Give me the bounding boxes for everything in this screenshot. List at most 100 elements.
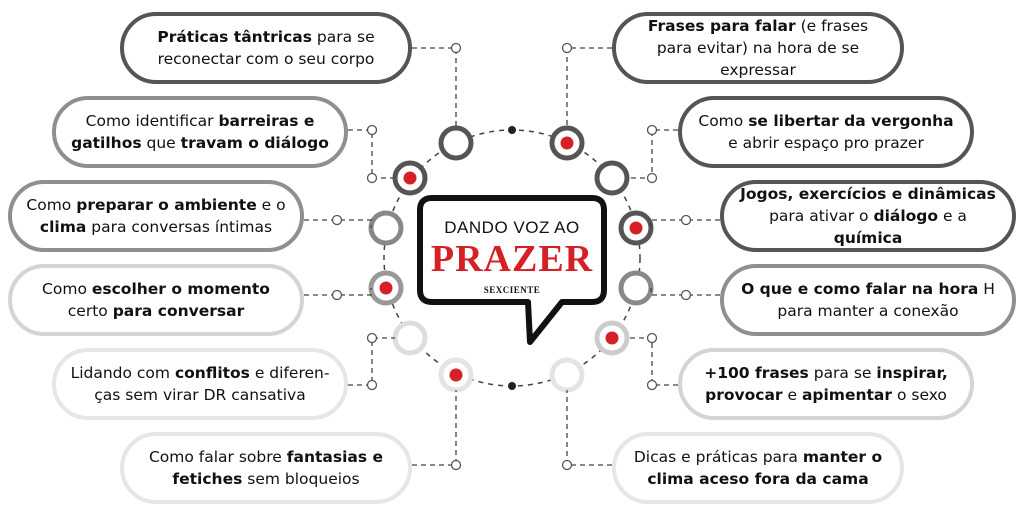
topic-what-to-say: O que e como falar na hora H para manter…	[720, 264, 1016, 336]
center-logo: DANDO VOZ AO PRAZER SEXCIENTE	[412, 190, 612, 350]
connector-line	[412, 47, 457, 128]
center-brand: SEXCIENTE	[483, 285, 541, 295]
ring-node-empty	[438, 125, 474, 161]
topic-text-plain: Como	[698, 112, 749, 130]
red-dot-icon	[605, 331, 619, 345]
topic-text-plain: e	[782, 386, 802, 404]
topic-barriers-triggers: Como identificar barreiras e gatilhos qu…	[52, 96, 348, 168]
topic-text-plain: e a	[938, 207, 967, 225]
topic-text-bold: para conversar	[112, 302, 245, 320]
topic-text-bold: travam o diálogo	[180, 134, 329, 152]
topic-text-plain: para ativar o	[769, 207, 874, 225]
red-dot-icon	[379, 281, 393, 295]
topic-text-bold: apimentar	[801, 386, 893, 404]
red-dot-icon	[449, 368, 463, 382]
topic-text-plain: (e frases para evitar) na hora de se exp…	[656, 17, 869, 79]
connector-end-icon	[561, 459, 573, 471]
connector-end-icon	[646, 124, 658, 136]
connector-line	[348, 337, 395, 386]
red-dot-icon	[560, 136, 574, 150]
topic-text-bold: manter o clima aceso fora da cama	[647, 448, 883, 488]
topic-100-phrases: +100 frases para se inspirar, provocar e…	[678, 348, 974, 420]
topic-text-bold: Frases para falar	[647, 17, 796, 35]
ring-node-empty	[594, 160, 630, 196]
connector-end-icon	[331, 214, 343, 226]
connector-line	[650, 219, 720, 228]
topic-text-bold: fantasias e fetiches	[172, 448, 384, 488]
connector-end-icon	[366, 124, 378, 136]
topic-text-plain: H para manter a conexão	[777, 280, 995, 320]
connector-end-icon	[646, 379, 658, 391]
topic-text-bold: barreiras e gatilhos	[71, 112, 315, 152]
topic-text-bold: +100 frases	[704, 364, 809, 382]
connector-end-icon	[450, 42, 462, 54]
connector-line	[650, 288, 720, 296]
connector-line	[348, 129, 395, 179]
topic-text-bold: Jogos, exercícios e dinâmicas	[740, 185, 996, 203]
topic-text-plain: e abrir espaço pro prazer	[728, 134, 924, 152]
topic-fantasies-fetishes: Como falar sobre fantasias e fetiches se…	[120, 432, 412, 504]
topic-text-bold: se libertar da vergonha	[748, 112, 954, 130]
topic-text-plain: Como identificar	[85, 112, 219, 130]
ring-node-empty	[368, 210, 404, 246]
ring-node-empty	[618, 270, 654, 306]
speech-bubble-icon	[417, 195, 607, 345]
topic-conflicts: Lidando com conflitos e diferen-ças sem …	[52, 348, 348, 420]
center-title-line2: PRAZER	[430, 238, 594, 280]
topic-text-bold: química	[833, 229, 903, 247]
topic-text-plain: Lidando com	[70, 364, 175, 382]
topic-text-bold: diálogo	[873, 207, 939, 225]
topic-text-plain: Como	[42, 280, 92, 298]
topic-text-plain: Como	[26, 196, 77, 214]
topic-games-exercises: Jogos, exercícios e dinâmicas para ativa…	[720, 180, 1016, 252]
connector-line	[627, 337, 678, 386]
topic-text-plain: para se	[808, 364, 877, 382]
bottom-dot-icon	[508, 382, 516, 390]
topic-text-bold: Práticas tântricas	[157, 28, 312, 46]
connector-end-icon	[366, 172, 378, 184]
topic-text-plain: e diferen-ças sem virar DR cansativa	[94, 364, 330, 404]
connector-end-icon	[646, 172, 658, 184]
connector-end-icon	[366, 332, 378, 344]
connector-end-icon	[450, 459, 462, 471]
topic-keep-mood: Dicas e práticas para manter o clima ace…	[612, 432, 904, 504]
topic-text-bold: escolher o momento	[91, 280, 270, 298]
red-dot-icon	[403, 171, 417, 185]
topic-text-plain: o sexo	[892, 386, 947, 404]
topic-text-plain: e o	[256, 196, 286, 214]
topic-tantric-practices: Práticas tântricas para se reconectar co…	[120, 12, 412, 84]
connector-end-icon	[680, 289, 692, 301]
topic-text-plain: para conversas íntimas	[86, 218, 273, 236]
topic-text-plain: Como falar sobre	[148, 448, 287, 466]
center-title-line1: DANDO VOZ AO	[444, 218, 580, 237]
topic-text-bold: conflitos	[174, 364, 250, 382]
connector-end-icon	[646, 332, 658, 344]
connector-end-icon	[366, 379, 378, 391]
red-dot-icon	[629, 221, 643, 235]
topic-free-from-shame: Como se libertar da vergonha e abrir esp…	[678, 96, 974, 168]
topic-text-bold: preparar o ambiente	[76, 196, 257, 214]
connector-line	[304, 288, 372, 296]
topic-prepare-ambience: Como preparar o ambiente e o clima para …	[8, 180, 304, 252]
topic-text-plain: para se reconectar com o seu corpo	[157, 28, 375, 68]
topic-text-plain: sem bloqueios	[242, 470, 360, 488]
connector-line	[566, 47, 612, 128]
connector-line	[412, 390, 457, 466]
topic-choose-moment: Como escolher o momento certo para conve…	[8, 264, 304, 336]
connector-end-icon	[680, 214, 692, 226]
topic-text-bold: inspirar, provocar	[705, 364, 948, 404]
topic-text-plain: que	[141, 134, 181, 152]
connector-end-icon	[331, 289, 343, 301]
topic-text-plain: certo	[67, 302, 113, 320]
top-dot-icon	[508, 126, 516, 134]
topic-text-bold: O que e como falar na hora	[741, 280, 979, 298]
connector-line	[627, 129, 678, 179]
ring-node-empty	[549, 357, 585, 393]
topic-phrases-to-say: Frases para falar (e frases para evitar)…	[612, 12, 904, 84]
connector-end-icon	[561, 42, 573, 54]
topic-text-plain: Dicas e práticas para	[633, 448, 803, 466]
topic-text-bold: clima	[39, 218, 87, 236]
connector-line	[566, 390, 612, 466]
connector-line	[304, 219, 372, 228]
